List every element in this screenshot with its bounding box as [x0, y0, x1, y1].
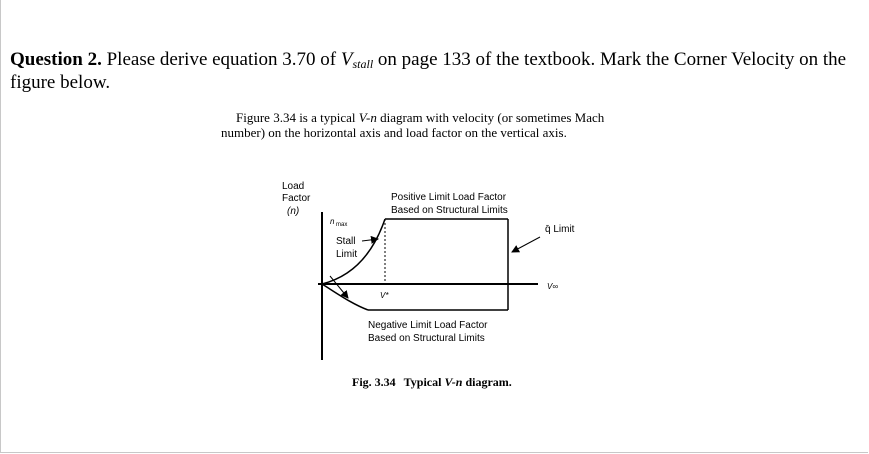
positive-limit-label-1: Positive Limit Load Factor: [391, 192, 507, 203]
question-text: Question 2. Please derive equation 3.70 …: [10, 48, 860, 94]
q-limit-label: q̄ Limit: [545, 224, 575, 235]
figure-intro-suffix: diagram with velocity (or sometimes Mach: [376, 110, 605, 125]
figure-caption-italic: V-n: [444, 375, 463, 389]
y-axis-label-n: (n): [287, 206, 299, 217]
negative-limit-label-1: Negative Limit Load Factor: [368, 320, 488, 331]
question-variable: V: [340, 49, 353, 70]
figure-caption-number: Fig. 3.34: [352, 375, 396, 389]
question-text-after: on page 133 of the textbook. Mark the Co…: [10, 49, 847, 93]
figure-intro-italic: V-n: [358, 110, 377, 125]
figure-intro-line1: Figure 3.34 is a typical V-n diagram wit…: [221, 110, 671, 125]
stall-limit-label-1: Stall: [336, 236, 355, 247]
figure-caption: Fig. 3.34 Typical V-n diagram.: [352, 375, 512, 390]
v-star-label: V*: [380, 291, 389, 300]
vn-diagram: Load Factor (n) n max Positive Limit Loa…: [282, 181, 575, 360]
question-variable-sub: stall: [352, 57, 374, 71]
negative-stall-arrow: [329, 275, 349, 299]
n-max-sub: max: [336, 222, 347, 228]
figure-intro-line2: number) on the horizontal axis and load …: [221, 125, 567, 140]
n-max-label: n: [330, 217, 335, 226]
q-limit-arrow: [511, 236, 541, 253]
question-label: Question 2.: [10, 49, 102, 70]
figure-intro: Figure 3.34 is a typical V-n diagram wit…: [221, 110, 671, 140]
v-max-label: V∞: [547, 282, 558, 291]
negative-stall-curve: [321, 283, 369, 311]
stall-limit-label-2: Limit: [336, 249, 357, 260]
stall-limit-curve: [321, 218, 386, 285]
y-axis-label-factor: Factor: [282, 193, 311, 204]
stall-limit-arrow: [361, 235, 379, 244]
question-text-before: Please derive equation 3.70 of: [101, 49, 341, 70]
figure-caption-prefix: Typical: [403, 375, 445, 389]
figure-caption-suffix: diagram.: [462, 375, 512, 389]
negative-limit-label-2: Based on Structural Limits: [368, 333, 485, 344]
figure-intro-prefix: Figure 3.34 is a typical: [236, 110, 359, 125]
y-axis-label-load: Load: [282, 181, 304, 192]
positive-limit-label-2: Based on Structural Limits: [391, 205, 508, 216]
